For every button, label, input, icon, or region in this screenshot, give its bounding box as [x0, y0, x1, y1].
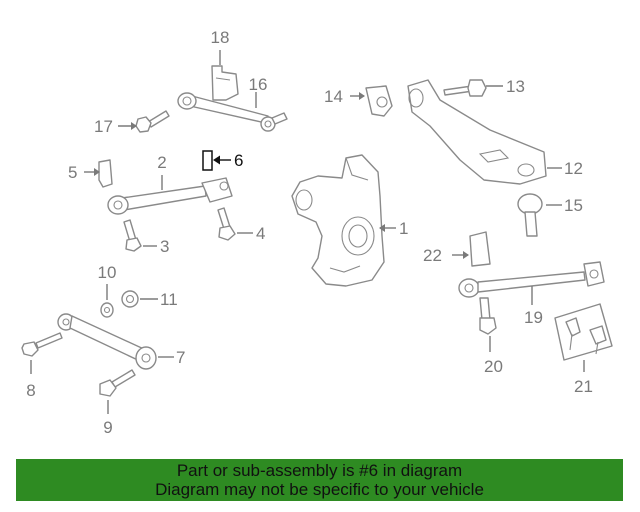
callout-22: 22 [423, 246, 442, 265]
callout-3: 3 [160, 237, 169, 256]
callout-13: 13 [506, 77, 525, 96]
part-7-arm: 7 [57, 313, 185, 370]
part-16-link: 16 [177, 75, 288, 132]
callout-10: 10 [98, 263, 117, 282]
parts-diagram: 18 16 17 5 6 2 [21, 28, 613, 437]
callout-4: 4 [256, 224, 265, 243]
callout-19: 19 [524, 308, 543, 327]
part-21-bolt-kit: 21 [554, 303, 613, 396]
part-8-bolt: 8 [21, 332, 63, 400]
callout-5: 5 [68, 163, 77, 182]
callout-9: 9 [103, 418, 112, 437]
notice-line-2: Diagram may not be specific to your vehi… [155, 480, 484, 499]
part-11-nut: 11 [121, 290, 178, 309]
part-2-link: 2 [107, 153, 233, 215]
callout-16: 16 [249, 75, 268, 94]
part-13-bolt: 13 [443, 77, 525, 97]
part-5-bushing: 5 [68, 159, 113, 188]
part-9-bolt: 9 [99, 369, 136, 437]
part-15-stud: 15 [517, 193, 583, 237]
callout-2: 2 [157, 153, 166, 172]
callout-20: 20 [484, 357, 503, 376]
callout-14: 14 [324, 87, 343, 106]
part-22-cover: 22 [423, 231, 491, 267]
callout-11: 11 [160, 290, 178, 309]
part-17-bolt: 17 [94, 110, 170, 136]
part-12-arm: 12 [407, 79, 583, 185]
callout-1: 1 [399, 219, 408, 238]
callout-15: 15 [564, 196, 583, 215]
notice-banner: Part or sub-assembly is #6 in diagram Di… [16, 459, 623, 501]
notice-line-1: Part or sub-assembly is #6 in diagram [176, 461, 463, 480]
part-1-knuckle: 1 [291, 154, 408, 287]
part-19-tierod: 19 [458, 261, 605, 327]
callout-21: 21 [574, 377, 593, 396]
callout-8: 8 [26, 381, 35, 400]
part-4-bolt: 4 [217, 207, 265, 243]
part-3-bolt: 3 [123, 219, 169, 256]
part-6-clip: 6 [202, 150, 243, 171]
part-18-bracket: 18 [211, 28, 239, 101]
callout-18: 18 [211, 28, 230, 47]
callout-12: 12 [564, 159, 583, 178]
part-14-bushing: 14 [324, 85, 393, 117]
callout-7: 7 [176, 348, 185, 367]
part-20-bolt: 20 [479, 297, 503, 376]
callout-17: 17 [94, 117, 113, 136]
part-10-washer: 10 [98, 263, 117, 318]
callout-6: 6 [234, 151, 243, 170]
